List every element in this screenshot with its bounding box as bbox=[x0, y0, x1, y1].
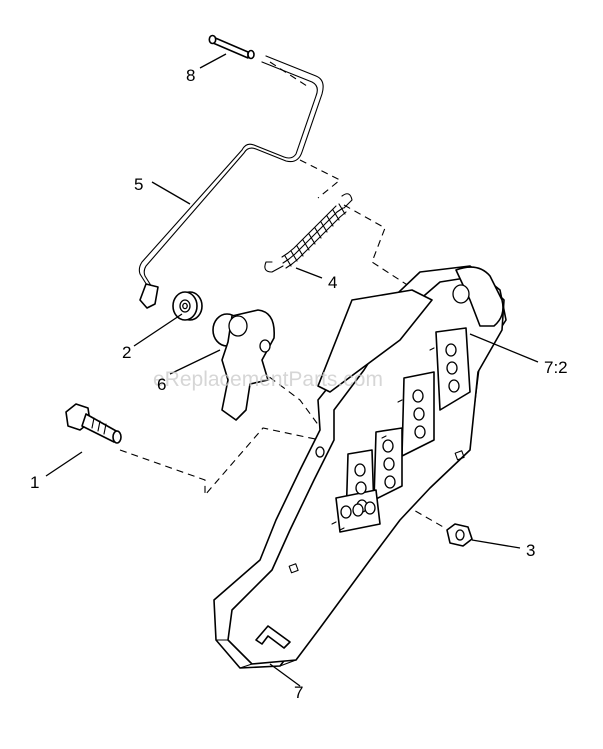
part-1-bolt bbox=[65, 403, 122, 444]
gauge-holes bbox=[340, 343, 460, 519]
leader-lines bbox=[45, 53, 539, 687]
part-8-pin bbox=[208, 34, 255, 60]
callout-8: 8 bbox=[186, 66, 195, 85]
callout-4: 4 bbox=[328, 273, 337, 292]
callouts: 8 5 4 2 6 1 3 7:2 7 bbox=[30, 66, 568, 702]
part-6-pawl bbox=[212, 309, 275, 421]
plate-markings bbox=[288, 347, 465, 574]
callout-2: 2 bbox=[122, 343, 131, 362]
callout-7-2: 7:2 bbox=[544, 358, 568, 377]
part-4-spring bbox=[264, 193, 353, 273]
part-2-bushing bbox=[172, 291, 203, 321]
callout-3: 3 bbox=[526, 541, 535, 560]
part-5-rod bbox=[138, 55, 324, 309]
callout-5: 5 bbox=[134, 175, 143, 194]
callout-1: 1 bbox=[30, 473, 39, 492]
part-3-nut bbox=[446, 523, 473, 547]
callout-7: 7 bbox=[294, 683, 303, 702]
watermark-text: eReplacementParts.com bbox=[153, 368, 383, 391]
callout-6: 6 bbox=[157, 375, 166, 394]
part-7-bracket bbox=[213, 265, 507, 669]
